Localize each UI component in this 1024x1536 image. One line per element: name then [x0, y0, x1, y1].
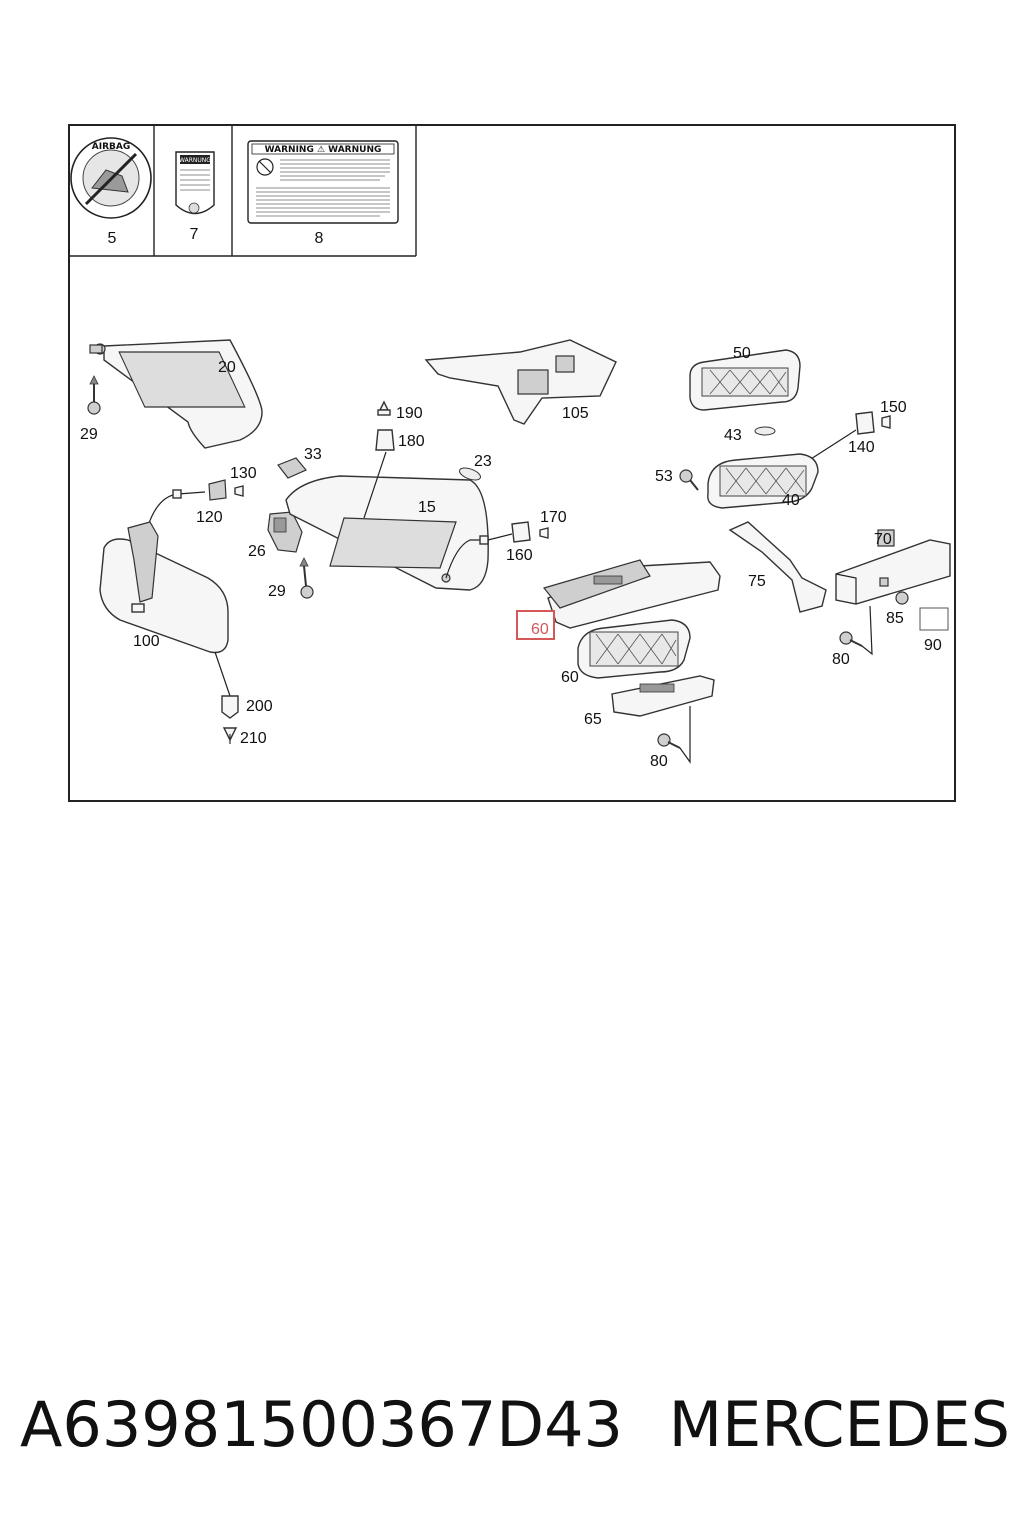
sun-visor-right	[285, 475, 489, 591]
mirror-cover-icon	[221, 695, 239, 744]
callout-80b: 80	[650, 753, 668, 770]
legend-label-5: 5	[108, 230, 117, 247]
callout-210: 210	[240, 730, 267, 747]
bolt-icon-2	[657, 733, 681, 749]
legend-label-8: 8	[315, 230, 324, 247]
rear-view-mirror	[99, 521, 229, 654]
fastener-icon	[895, 591, 909, 605]
grab-handle-front	[707, 453, 819, 509]
sun-visor-left	[89, 339, 263, 449]
diagram-frame	[68, 124, 956, 802]
callout-43: 43	[724, 427, 742, 444]
callout-60b: 60	[561, 669, 579, 686]
sticker-legend: AIRBAG 5 WARNUNG 7 WARNING ⚠ WARNUNG	[68, 125, 417, 257]
parts-diagram: AIRBAG 5 WARNUNG 7 WARNING ⚠ WARNUNG	[68, 125, 951, 770]
callout-40: 40	[782, 492, 800, 509]
callout-33: 33	[304, 446, 322, 463]
callout-70: 70	[874, 531, 892, 548]
callout-15: 15	[418, 499, 436, 516]
label-sticker-icon	[919, 607, 949, 631]
callout-23: 23	[474, 453, 492, 470]
callout-50: 50	[733, 345, 751, 362]
callout-29b: 29	[268, 583, 286, 600]
callout-26: 26	[248, 543, 266, 560]
callout-20: 20	[218, 359, 236, 376]
airbag-sticker-text: AIRBAG	[92, 142, 130, 152]
callout-85: 85	[886, 610, 904, 627]
callout-190: 190	[396, 405, 423, 422]
grab-handle-top	[689, 349, 801, 411]
callout-29a: 29	[80, 426, 98, 443]
clip-icon	[277, 457, 307, 479]
callout-130: 130	[230, 465, 257, 482]
warning-large-title: WARNING ⚠ WARNUNG	[265, 145, 382, 155]
screw-icon-3	[679, 469, 699, 491]
callout-170: 170	[540, 509, 567, 526]
bulb-icon-2	[754, 426, 776, 436]
callout-53: 53	[655, 468, 673, 485]
grab-handle-bottom	[577, 619, 691, 679]
trim-rail	[542, 559, 721, 629]
callout-160: 160	[506, 547, 533, 564]
callout-75: 75	[748, 573, 766, 590]
screw-icon-2	[299, 557, 314, 599]
callout-200: 200	[246, 698, 273, 715]
bolt-icon	[839, 631, 863, 647]
connector-icon-2	[479, 521, 549, 545]
callout-140: 140	[848, 439, 875, 456]
callout-120: 120	[196, 509, 223, 526]
visor-bracket-icon	[267, 511, 303, 553]
overhead-bracket	[424, 339, 617, 425]
highlight-box	[516, 610, 555, 640]
warning-small-sticker-icon: WARNUNG	[175, 151, 215, 215]
callout-150: 150	[880, 399, 907, 416]
screw-icon	[87, 375, 101, 415]
connector-icon	[147, 479, 244, 527]
warning-large-sticker-icon: WARNING ⚠ WARNUNG	[247, 140, 399, 224]
bulb-icon	[459, 467, 481, 481]
control-module	[835, 529, 951, 605]
callout-90: 90	[924, 637, 942, 654]
brand-name: MERCEDES	[668, 1387, 1010, 1461]
handle-bracket	[611, 675, 715, 717]
warning-small-text: WARNUNG	[179, 157, 211, 164]
part-number: A63981500367D43	[20, 1387, 623, 1461]
legend-label-7: 7	[190, 226, 199, 243]
part-footer: A63981500367D43 MERCEDES	[20, 1384, 1010, 1464]
callout-100: 100	[133, 633, 160, 650]
light-icon	[375, 400, 395, 451]
callout-65: 65	[584, 711, 602, 728]
lamp-socket-icon	[855, 411, 891, 435]
mount-bracket	[728, 521, 827, 613]
callout-105: 105	[562, 405, 589, 422]
airbag-sticker-icon: AIRBAG	[70, 137, 152, 219]
callout-80a: 80	[832, 651, 850, 668]
callout-180: 180	[398, 433, 425, 450]
callout-60-highlighted: 60	[531, 621, 549, 638]
